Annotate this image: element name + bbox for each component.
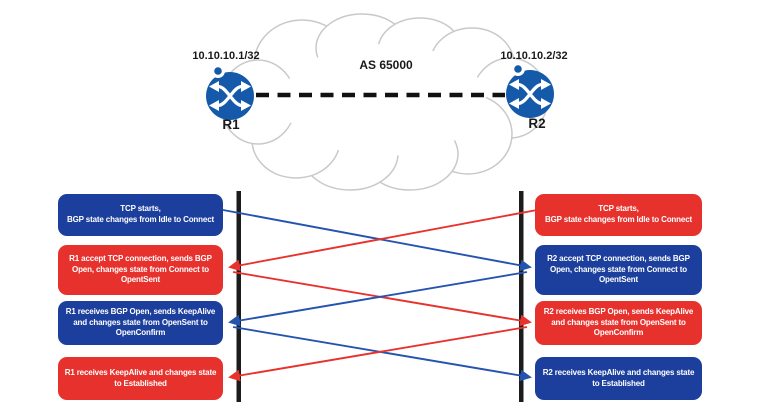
event-box-r1-opensent-to-openconfirm: R1 receives BGP Open, sends KeepAlive an… — [58, 301, 223, 345]
message-arrow-r1-to-r2-1 — [222, 209, 532, 272]
event-box-r2-opensent-to-openconfirm: R2 receives BGP Open, sends KeepAlive an… — [535, 301, 702, 345]
router-r2-icon — [504, 60, 556, 120]
event-box-r1-established: R1 receives KeepAlive and changes state … — [58, 357, 223, 400]
event-box-r2-connect-to-opensent: R2 accept TCP connection, sends BGP Open… — [535, 245, 702, 295]
event-box-r1-connect-to-opensent: R1 accept TCP connection, sends BGP Open… — [58, 245, 223, 295]
as-cloud — [219, 13, 549, 191]
timeline-r1 — [236, 191, 241, 402]
message-arrow-r2-to-r1-3 — [228, 326, 528, 382]
router-r1-name: R1 — [222, 117, 240, 132]
event-box-r1-idle-to-connect: TCP starts, BGP state changes from Idle … — [58, 194, 223, 236]
timeline-r2 — [519, 191, 524, 402]
router-r2-name: R2 — [528, 116, 546, 131]
router-r1-ip: 10.10.10.1/32 — [192, 50, 260, 62]
message-arrows — [222, 209, 538, 382]
router-r2-ip: 10.10.10.2/32 — [500, 50, 568, 62]
event-box-r2-established: R2 receives KeepAlive and changes state … — [535, 357, 702, 400]
message-arrow-r2-to-r1-2 — [228, 271, 528, 327]
event-box-r2-idle-to-connect: TCP starts, BGP state changes from Idle … — [535, 194, 702, 236]
message-arrow-r2-to-r1-1 — [228, 209, 538, 272]
as-number-label: AS 65000 — [359, 58, 413, 72]
